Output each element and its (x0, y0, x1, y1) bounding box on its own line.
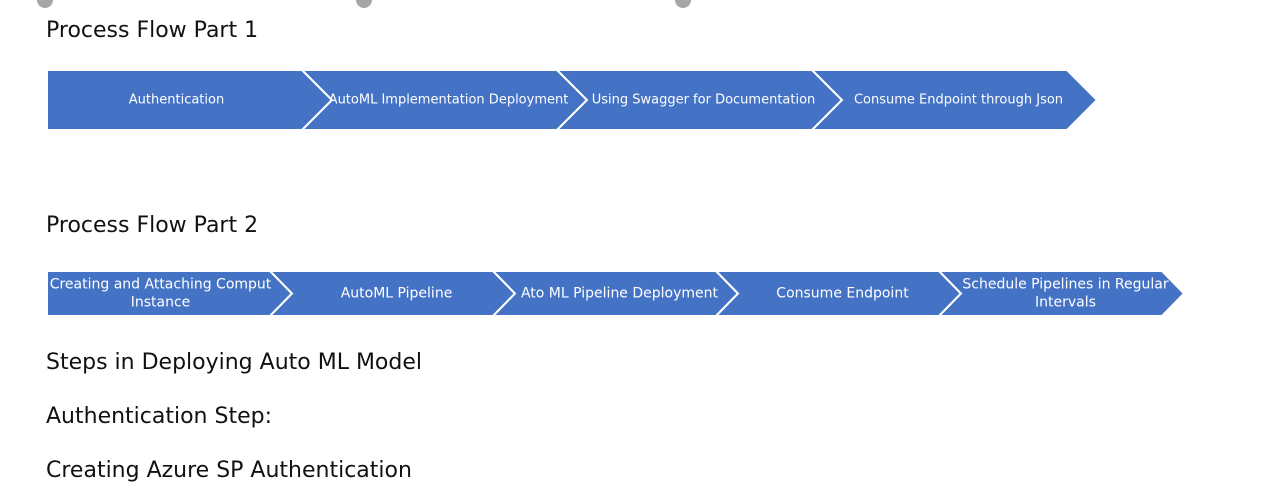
flow1-step-3-label-line-1: Using Swagger for Documentation (592, 93, 816, 108)
flow2-step-1-label-line-2: Instance (131, 295, 191, 311)
flow2-step-5-label-line-1: Schedule Pipelines in Regular (962, 277, 1168, 293)
flow1-step-4-label-line-1: Consume Endpoint through Json (854, 93, 1063, 108)
heading-steps-deploying: Steps in Deploying Auto ML Model (46, 350, 422, 375)
heading-authentication-step: Authentication Step: (46, 404, 272, 429)
selection-handle-middle[interactable] (356, 0, 372, 8)
flow1-step-2-label-line-1: AutoML Implementation Deployment (329, 93, 569, 108)
flow2-step-3-label-line-1: Ato ML Pipeline Deployment (521, 286, 719, 302)
flow2-step-5-label-line-2: Intervals (1035, 295, 1096, 311)
flow1-step-1-label-line-1: Authentication (129, 93, 224, 108)
flow2-step-2-label-line-1: AutoML Pipeline (341, 286, 453, 302)
flow2-step-4-label-line-1: Consume Endpoint (776, 286, 909, 302)
flow2-step-3[interactable]: Ato ML Pipeline Deployment (490, 270, 740, 317)
selection-handle-left[interactable] (37, 0, 53, 8)
flow2-chevron-5 (936, 270, 1186, 317)
heading-creating-azure-sp: Creating Azure SP Authentication (46, 458, 412, 483)
heading-process-flow-part-2: Process Flow Part 2 (46, 213, 259, 238)
flow1-step-4[interactable]: Consume Endpoint through Json (809, 69, 1099, 131)
flow2-step-4[interactable]: Consume Endpoint (713, 270, 963, 317)
heading-process-flow-part-1: Process Flow Part 1 (46, 18, 259, 43)
flow2-step-2[interactable]: AutoML Pipeline (267, 270, 517, 317)
selection-handle-right[interactable] (675, 0, 691, 8)
flow1-chevron-4 (809, 69, 1099, 131)
flow2-step-1-label-line-1: Creating and Attaching Comput (50, 277, 272, 293)
